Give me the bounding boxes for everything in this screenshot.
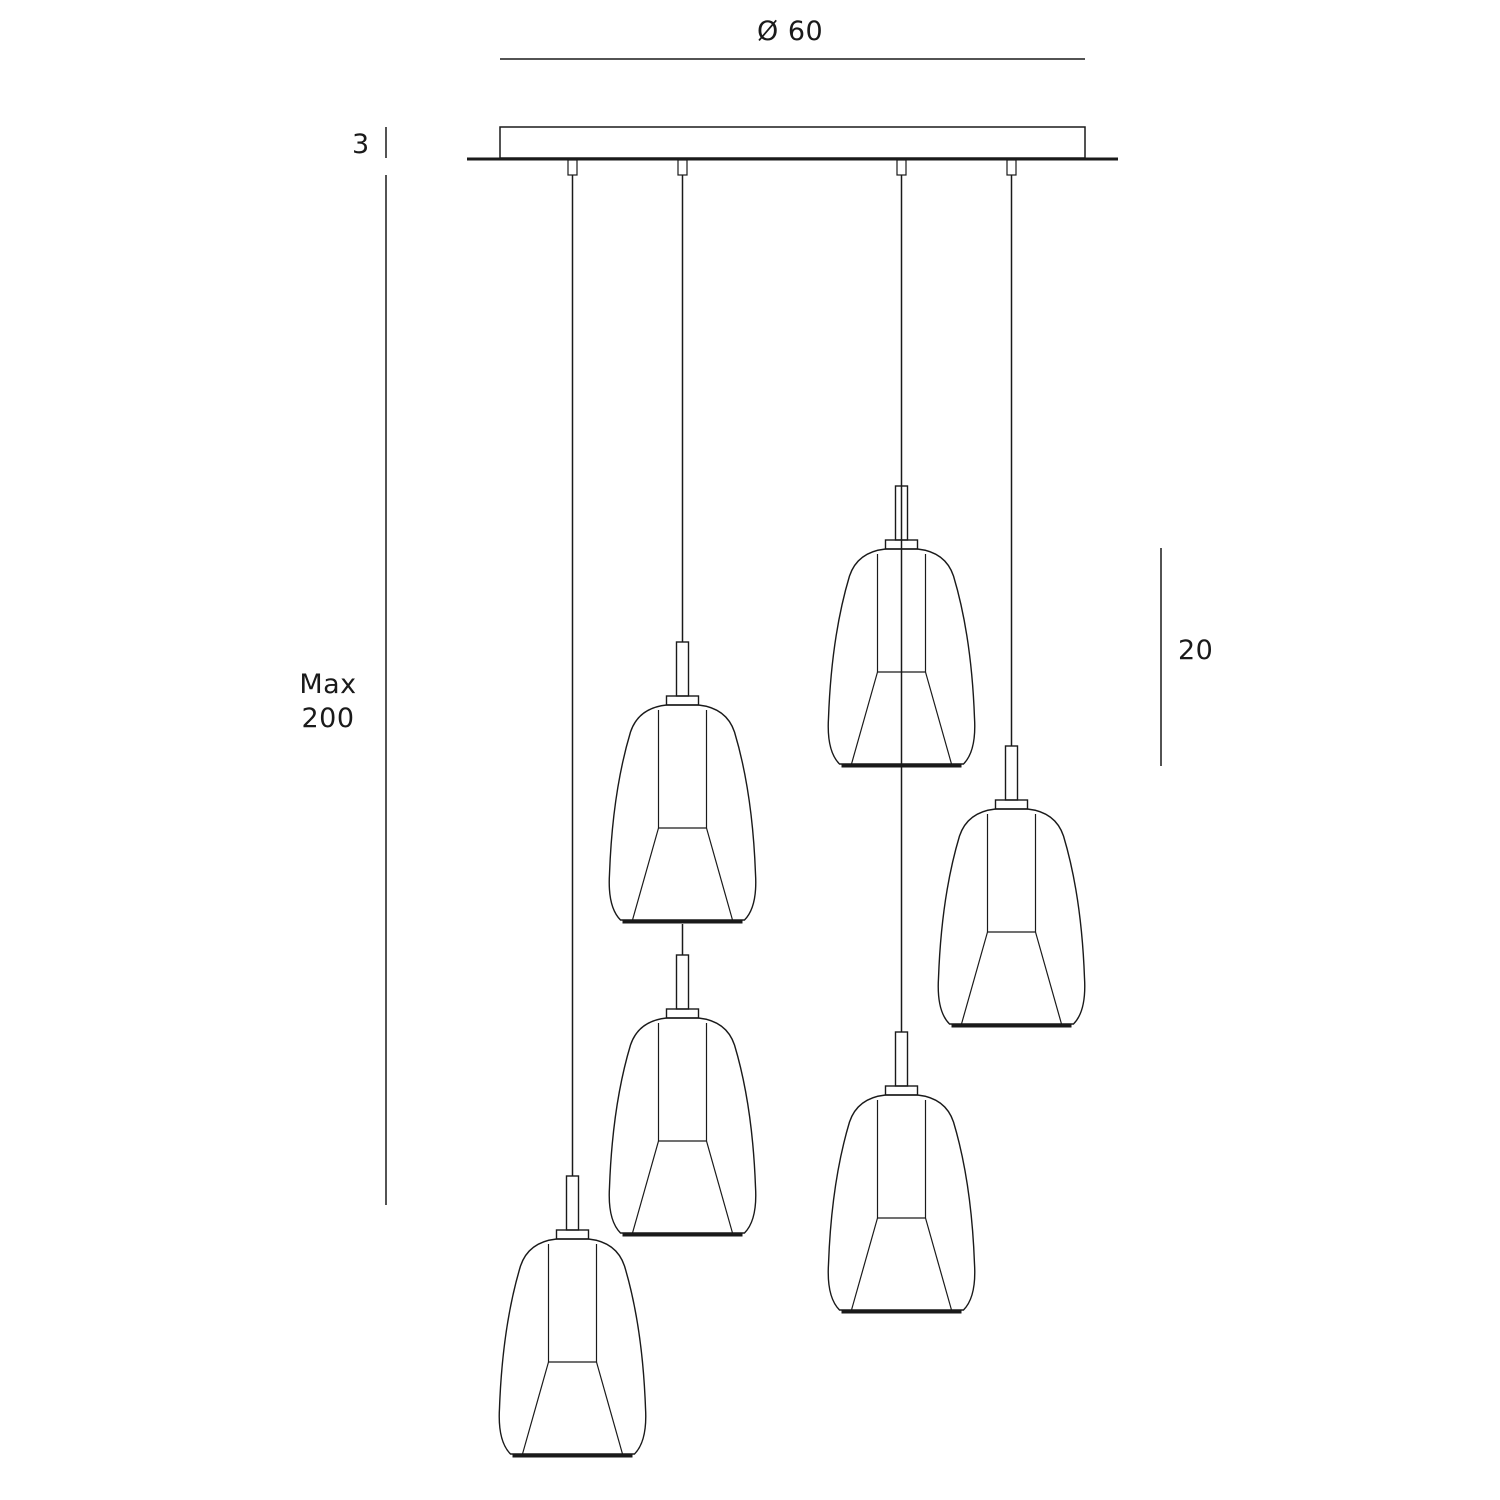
max-drop-label-line1: Max	[299, 669, 357, 700]
pendant-shade-1	[497, 1174, 648, 1458]
ceiling-canopy	[467, 126, 1118, 161]
pendant-shade-2	[607, 640, 758, 924]
cables	[571, 175, 1013, 1176]
max-drop-label: Max 200	[295, 668, 361, 736]
pendant-shade-6	[936, 744, 1087, 1028]
max-drop-label-line2: 200	[301, 702, 355, 734]
diameter-label: Ø 60	[757, 16, 824, 47]
pendant-shade-3	[607, 953, 758, 1237]
canopy-thickness-label: 3	[352, 129, 370, 160]
pendant-shade-5	[826, 1030, 977, 1314]
shade-height-label: 20	[1178, 635, 1214, 666]
cable-anchors	[567, 159, 1017, 176]
